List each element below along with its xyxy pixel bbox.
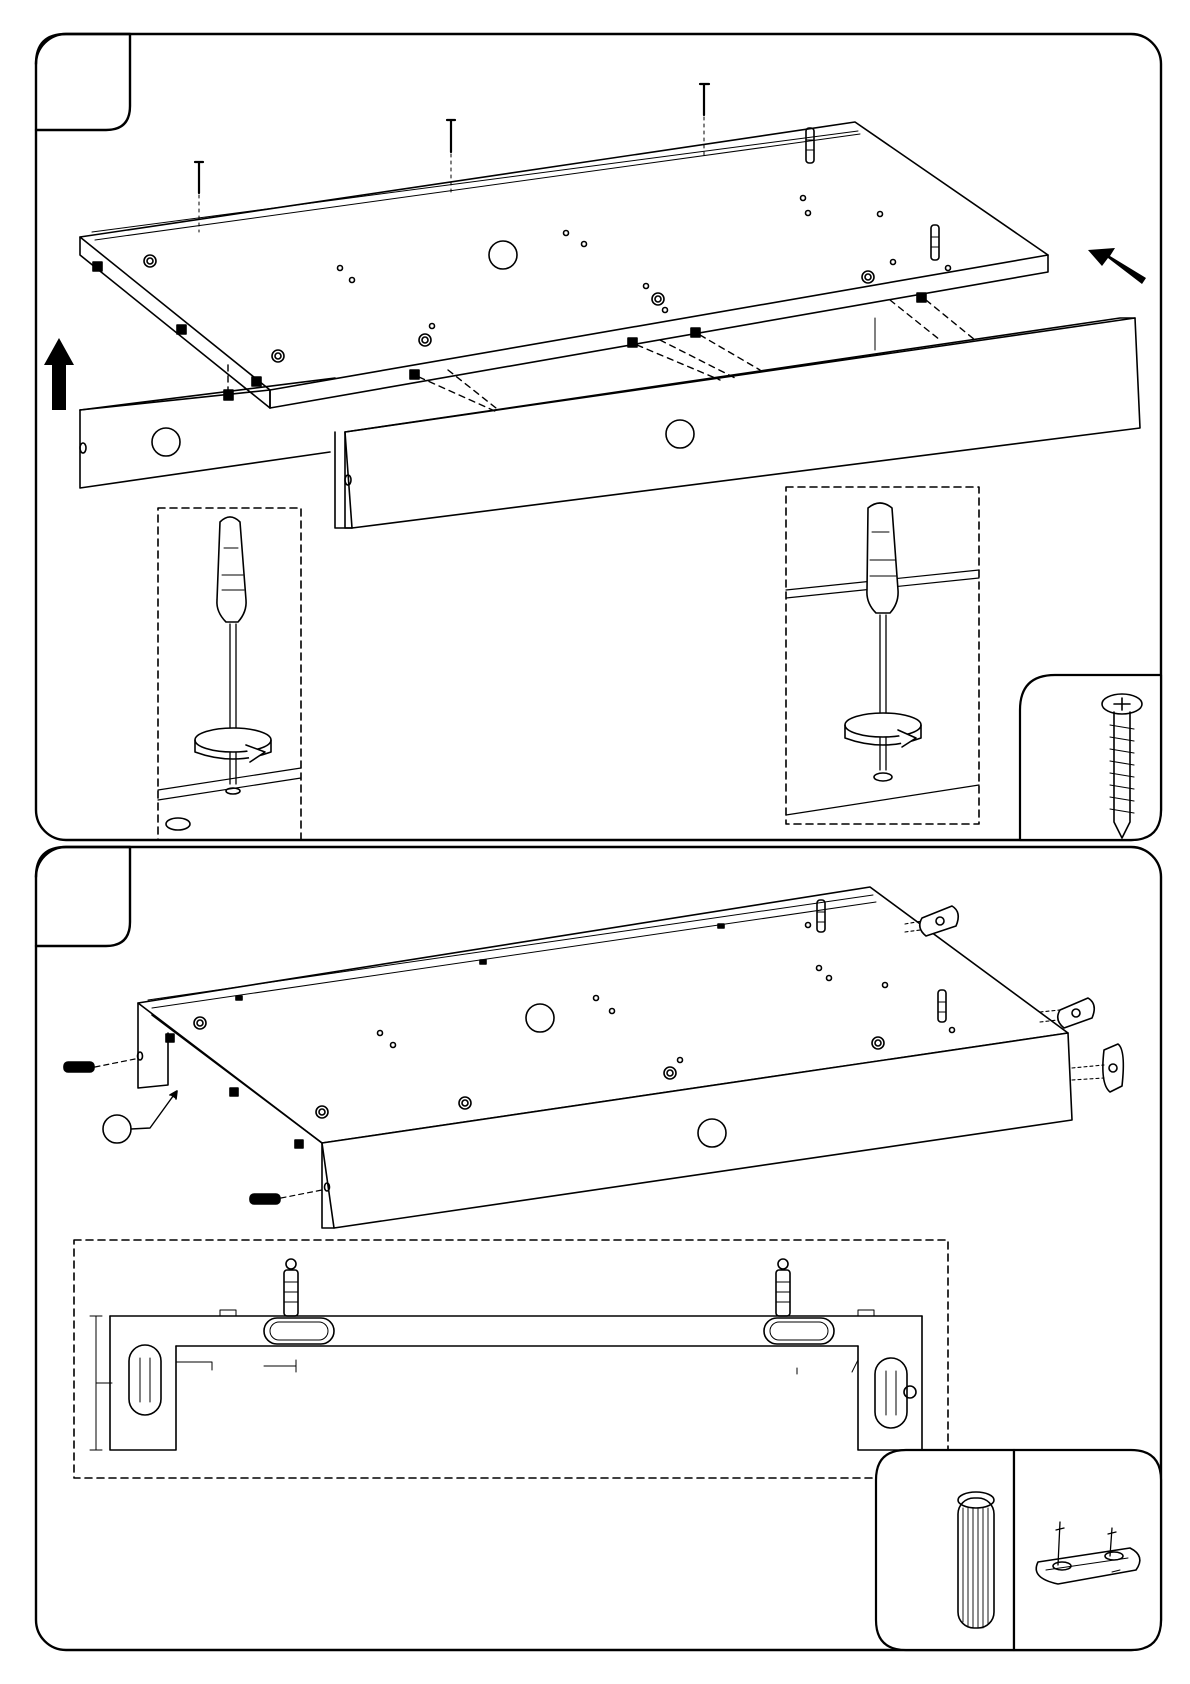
step-2-panel xyxy=(36,847,1161,1650)
step-2-number-badge xyxy=(36,847,130,946)
dowel-front xyxy=(250,1190,322,1204)
detail-inset-elevation xyxy=(74,1240,948,1478)
dowel-left xyxy=(64,1059,135,1072)
callout-side-panel xyxy=(103,1091,177,1143)
detail-inset-left xyxy=(158,508,301,840)
dowel-icon xyxy=(958,1492,994,1628)
connector-top-right xyxy=(764,1259,834,1344)
rotate-arrow-icon xyxy=(195,728,271,762)
cam-slot-left xyxy=(129,1345,161,1415)
lift-up-arrow-icon xyxy=(44,338,74,410)
cam-lock xyxy=(166,818,190,830)
detail-inset-right xyxy=(786,487,979,824)
part-callout-connector xyxy=(1014,1450,1161,1650)
connector-3 xyxy=(1072,1044,1123,1092)
cam-slot-right xyxy=(875,1358,916,1428)
step-1-number-badge xyxy=(36,34,130,130)
rotate-arrow-icon-2 xyxy=(845,713,921,747)
part-callout-screw xyxy=(1020,675,1161,840)
part-callout-dowel xyxy=(876,1450,1014,1650)
dimension-marks xyxy=(90,1310,874,1450)
step-1-panel xyxy=(36,34,1161,840)
push-arrow-icon xyxy=(1088,248,1146,284)
connector-top-left xyxy=(264,1259,334,1344)
front-rail-left xyxy=(80,378,335,488)
